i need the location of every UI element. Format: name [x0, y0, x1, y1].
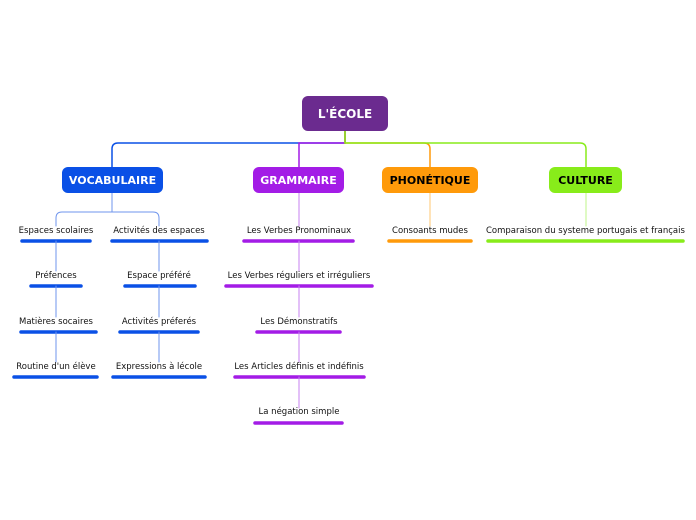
connector-root-grammaire — [298, 130, 346, 168]
branch-culture-label: CULTURE — [558, 173, 613, 187]
branch-culture[interactable]: CULTURE — [549, 167, 622, 193]
leaf-matieres-scolaires[interactable]: Matières socaires — [19, 317, 93, 327]
connector-root-culture — [344, 130, 587, 168]
leaf-verbes-pronominaux[interactable]: Les Verbes Pronominaux — [246, 226, 352, 236]
leaf-comparaison-systeme[interactable]: Comparaison du systeme portugais et fran… — [486, 226, 685, 236]
root-label: L'ÉCOLE — [317, 106, 373, 121]
leaf-activites-espaces[interactable]: Activités des espaces — [113, 226, 205, 236]
leaf-expressions-ecole[interactable]: Expressions à lécole — [115, 362, 203, 372]
connector-vocab-group2 — [111, 211, 160, 227]
leaf-routine-eleve[interactable]: Routine d'un élève — [16, 362, 96, 372]
leaf-preferences[interactable]: Préfences — [35, 271, 77, 281]
connector-root-phonetique — [344, 130, 431, 168]
connector-root-vocabulaire — [111, 130, 346, 168]
connector-vocab-group1 — [55, 192, 113, 227]
leaf-activites-preferes[interactable]: Activités préferés — [121, 317, 197, 327]
leaf-negation-simple[interactable]: La négation simple — [258, 407, 340, 417]
branch-vocabulaire-label: VOCABULAIRE — [68, 173, 157, 187]
leaf-articles[interactable]: Les Articles définis et indéfinis — [234, 362, 364, 372]
branch-grammaire[interactable]: GRAMMAIRE — [253, 167, 344, 193]
leaf-consoants-mudes[interactable]: Consoants mudes — [392, 226, 468, 236]
leaf-demonstratifs[interactable]: Les Démonstratifs — [260, 317, 338, 327]
branch-vocabulaire[interactable]: VOCABULAIRE — [62, 167, 163, 193]
root-node[interactable]: L'ÉCOLE — [302, 96, 388, 131]
leaf-espaces-scolaires[interactable]: Espaces scolaires — [18, 226, 94, 236]
branch-grammaire-label: GRAMMAIRE — [260, 173, 337, 187]
leaf-espace-prefere[interactable]: Espace préféré — [127, 271, 191, 281]
branch-phonetique[interactable]: PHONÉTIQUE — [382, 167, 478, 193]
leaf-verbes-reguliers[interactable]: Les Verbes réguliers et irréguliers — [227, 271, 371, 281]
branch-phonetique-label: PHONÉTIQUE — [389, 173, 471, 187]
